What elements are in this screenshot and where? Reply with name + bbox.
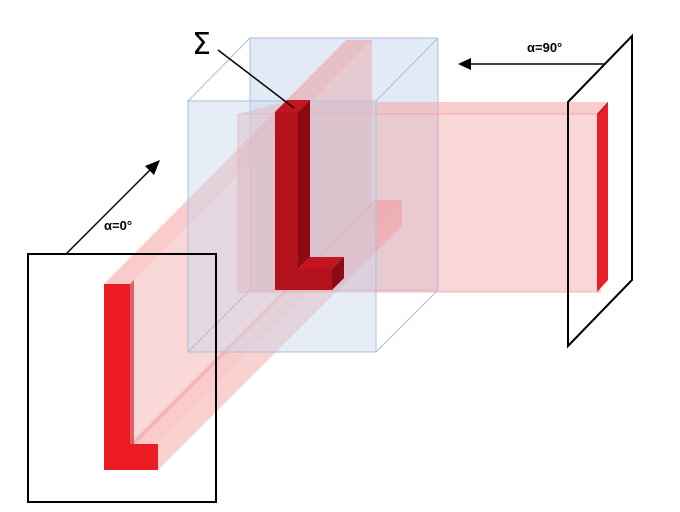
side-beam-top: [238, 102, 608, 114]
l-object: [275, 100, 344, 290]
sigma-pointer-line: [217, 49, 295, 109]
side-projection-image-edge: [597, 102, 608, 114]
cube-edge-top-left: [187, 37, 251, 102]
l-object-vertical-front: [275, 112, 298, 290]
front-projection-image: [104, 280, 158, 470]
sigma-label: Σ: [192, 27, 211, 62]
arrow-front-direction: [65, 160, 160, 255]
cube-edge-top-right: [375, 37, 439, 102]
cube-edge-bottom-left: [187, 289, 251, 353]
l-object-foot-front: [298, 269, 332, 290]
angle-front-label: α=0°: [104, 218, 132, 233]
l-object-foot-side: [332, 257, 344, 290]
front-beam-vertical-side: [130, 40, 372, 450]
cube-edge-bottom-right: [375, 289, 439, 353]
arrow-side-direction: [458, 58, 604, 70]
angle-side-label: α=90°: [527, 40, 562, 55]
front-image-vertical: [104, 284, 130, 470]
front-image-shade: [130, 280, 134, 444]
l-object-vertical-side: [298, 100, 310, 269]
side-projection-image: [597, 102, 608, 292]
front-image-foot: [130, 444, 158, 470]
front-projection-plane: [27, 253, 217, 503]
side-projection-plane: [567, 33, 633, 349]
l-object-foot-top: [298, 257, 344, 269]
